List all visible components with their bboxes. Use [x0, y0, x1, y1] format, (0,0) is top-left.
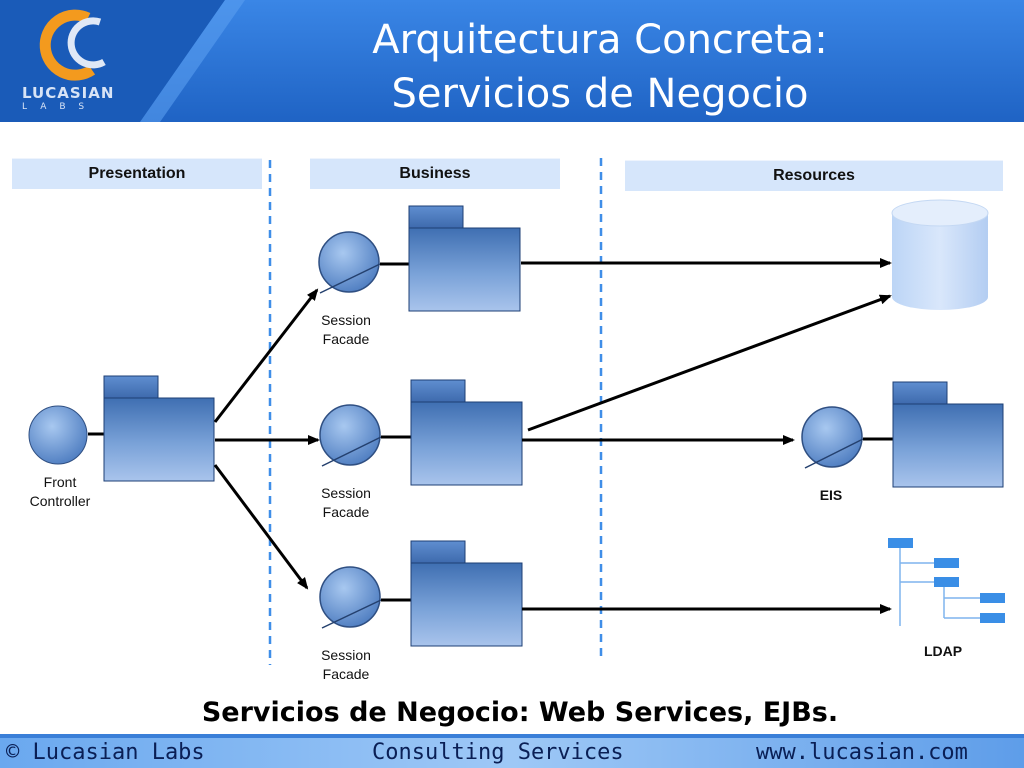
label-session: Session: [321, 485, 371, 501]
label-facade: Facade: [322, 666, 370, 682]
label-front: Front: [43, 474, 77, 490]
label-session: Session: [321, 647, 371, 663]
lane-presentation: Presentation: [12, 158, 262, 189]
footer-copyright: © Lucasian Labs: [6, 740, 205, 765]
database-icon: [891, 199, 989, 310]
ldap-tree-icon: [888, 538, 1005, 626]
arrow-front-to-facade-top: [213, 288, 319, 423]
footer-band: [0, 734, 1024, 768]
lane-business: Business: [310, 158, 560, 189]
session-facade-bottom: [319, 540, 523, 647]
header-band: [0, 0, 1024, 122]
label-front-controller: Front Controller: [18, 473, 102, 511]
session-facade-top: [318, 205, 521, 312]
label-eis: EIS: [819, 487, 843, 503]
label-facade: Facade: [322, 331, 370, 347]
label-controller: Controller: [29, 493, 91, 509]
label-session-facade-middle: Session Facade: [306, 484, 386, 522]
slide-caption: Servicios de Negocio: Web Services, EJBs…: [201, 697, 839, 728]
lane-resources: Resources: [625, 160, 1003, 191]
label-session: Session: [321, 312, 371, 328]
front-controller-component: [28, 375, 215, 482]
footer-url[interactable]: www.lucasian.com: [756, 740, 968, 765]
logo-text: LUCASIAN: [22, 84, 115, 102]
footer-services: Consulting Services: [372, 740, 624, 765]
label-ldap: LDAP: [923, 643, 963, 659]
eis-component: [801, 381, 1004, 488]
label-session-facade-bottom: Session Facade: [306, 646, 386, 684]
lucasian-logo: [39, 9, 106, 81]
slide-title-line-1: Arquitectura Concreta:: [372, 17, 828, 63]
slide-title-line-2: Servicios de Negocio: [391, 71, 809, 117]
logo-subtext: LABS: [22, 102, 98, 112]
label-session-facade-top: Session Facade: [306, 311, 386, 349]
label-facade: Facade: [322, 504, 370, 520]
session-facade-middle: [319, 379, 523, 486]
arrow-facade-middle-to-database: [527, 294, 892, 432]
arrow-front-to-facade-bottom: [213, 464, 309, 590]
